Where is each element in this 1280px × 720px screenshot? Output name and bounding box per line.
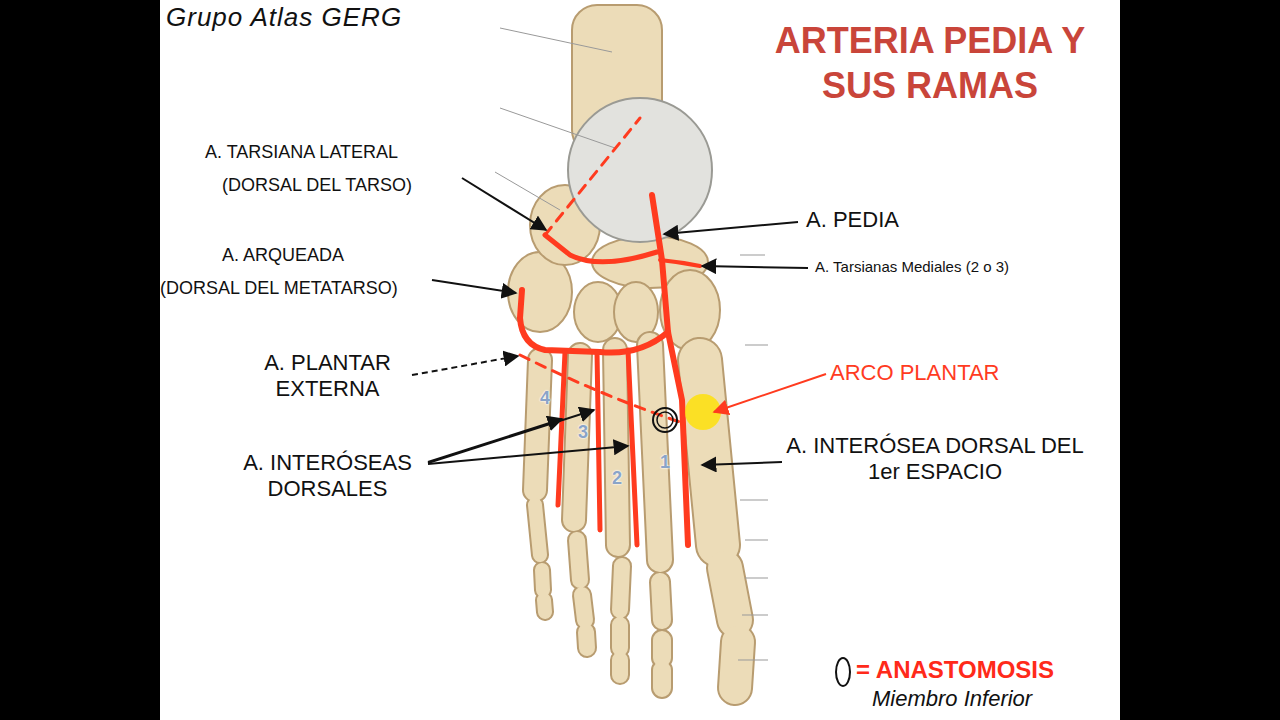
anastomosis-symbol xyxy=(836,658,850,686)
footer-note: Miembro Inferior xyxy=(872,686,1032,712)
arteries xyxy=(520,118,700,545)
artery-label: A. TARSIANA LATERAL xyxy=(205,142,398,164)
artery-label: (DORSAL DEL TARSO) xyxy=(222,175,412,197)
title: ARTERIA PEDIA Y SUS RAMAS xyxy=(740,18,1120,108)
callout-number: 2 xyxy=(612,468,622,490)
artery-label: A. INTERÓSEA DORSAL DEL 1er ESPACIO xyxy=(785,433,1085,486)
artery-label: A. ARQUEADA xyxy=(222,245,344,267)
leader-lines xyxy=(412,178,826,465)
artery-label: A. Tarsianas Mediales (2 o 3) xyxy=(815,258,1009,276)
artery-label: A. PEDIA xyxy=(806,207,899,233)
artery-label: A. PLANTAR EXTERNA xyxy=(245,350,410,403)
bones xyxy=(495,5,768,688)
callout-number: 4 xyxy=(540,388,550,410)
artery-label: ARCO PLANTAR xyxy=(830,360,1000,386)
callout-number: 1 xyxy=(660,452,670,474)
callout-number: 3 xyxy=(578,422,588,444)
artery-label: (DORSAL DEL METATARSO) xyxy=(160,278,398,300)
legend-text: = ANASTOMOSIS xyxy=(856,656,1054,685)
artery-label: A. INTERÓSEAS DORSALES xyxy=(215,450,440,503)
watermark: Grupo Atlas GERG xyxy=(166,2,402,33)
